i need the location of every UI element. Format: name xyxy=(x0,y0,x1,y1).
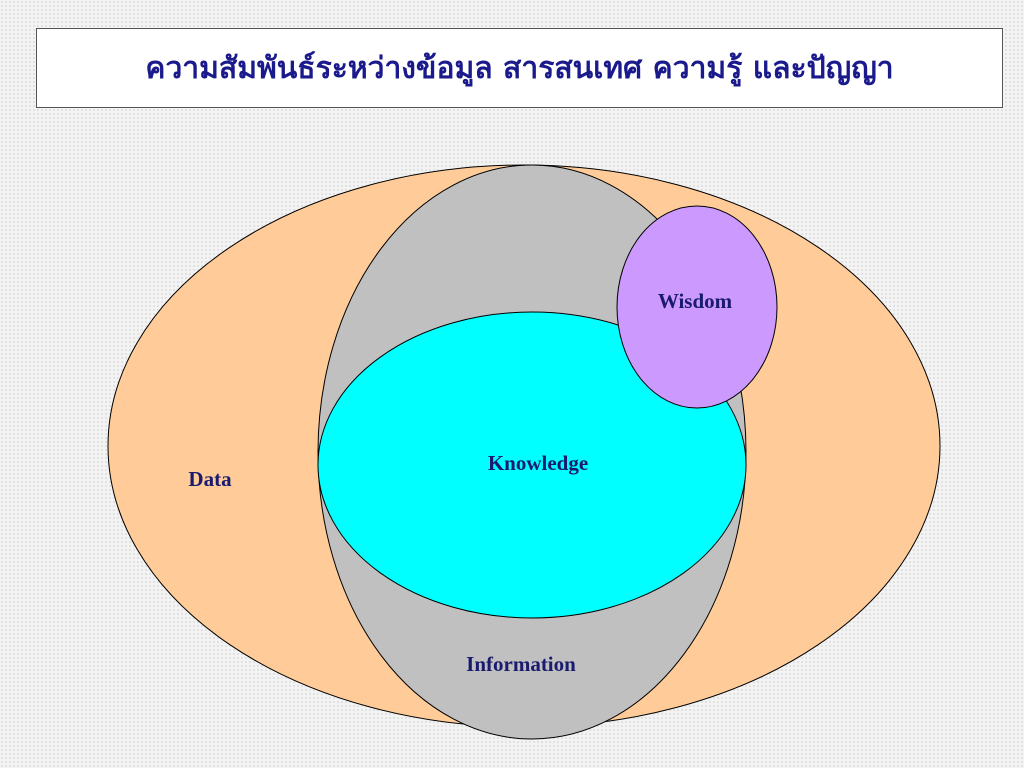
page-title: ความสัมพันธ์ระหว่างข้อมูล สารสนเทศ ความร… xyxy=(145,50,894,86)
data-label: Data xyxy=(188,467,232,491)
information-label: Information xyxy=(466,652,576,676)
knowledge-ellipse xyxy=(317,311,747,619)
knowledge-label: Knowledge xyxy=(488,451,588,475)
wisdom-ellipse xyxy=(616,205,778,409)
title-box: ความสัมพันธ์ระหว่างข้อมูล สารสนเทศ ความร… xyxy=(36,28,1003,108)
wisdom-label: Wisdom xyxy=(658,289,733,313)
